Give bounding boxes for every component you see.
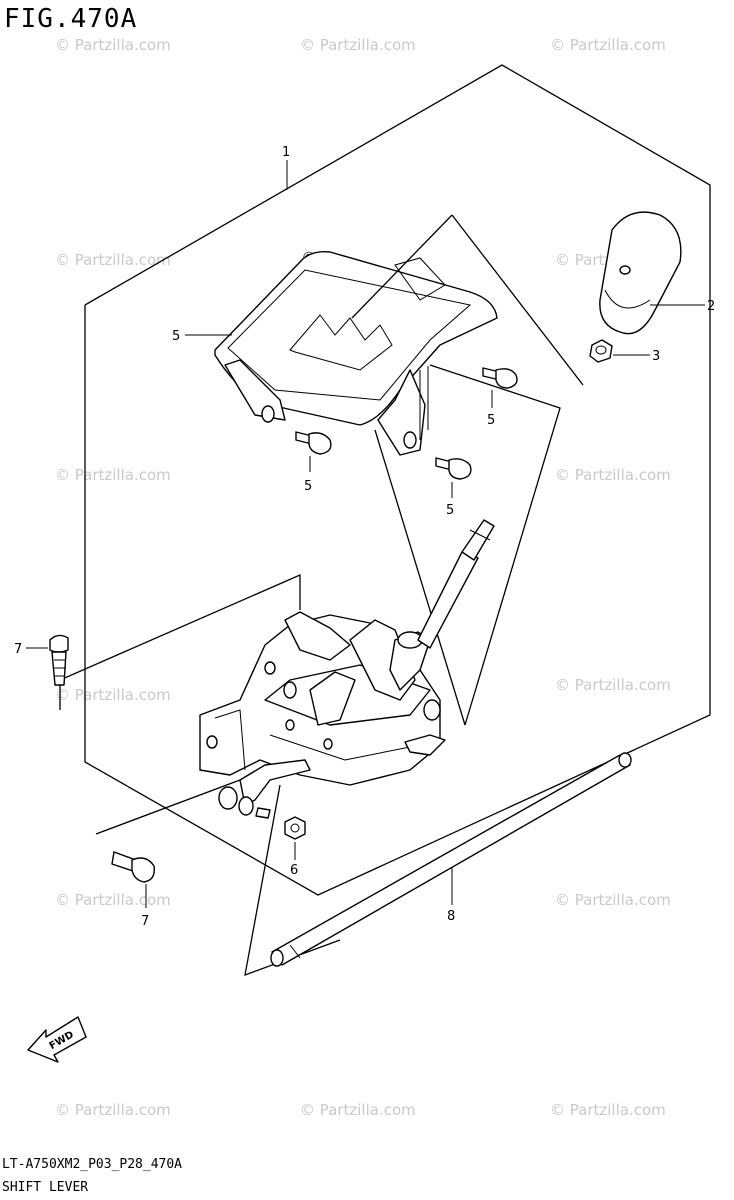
guide-line [244,784,341,977]
callout-7: 7 [14,642,22,657]
guide-line [95,779,241,835]
figure-name: SHIFT LEVER [2,1180,89,1195]
guide-line [374,429,466,726]
guide-line [429,364,561,726]
bolt-5-a [482,367,518,389]
shift-knob [599,211,682,335]
model-code: LT-A750XM2_P03_P28_470A [2,1157,183,1172]
knob-nut [589,339,613,363]
watermark: © Partzilla.com [55,1101,171,1119]
guide-line [451,214,584,386]
watermark: © Partzilla.com [555,466,671,484]
base-outline [59,574,301,710]
watermark: © Partzilla.com [55,251,171,269]
watermark: © Partzilla.com [55,36,171,54]
watermark: © Partzilla.com [55,686,171,704]
watermark: © Partzilla.com [300,36,416,54]
watermark: © Partzilla.com [550,36,666,54]
callout-5: 5 [304,479,312,494]
callout-5: 5 [487,413,495,428]
watermark: © Partzilla.com [300,1101,416,1119]
fwd-arrow: FWD [27,1016,87,1063]
nut-6 [284,816,306,840]
callout-3: 3 [652,349,660,364]
assembly-outline [84,64,711,896]
watermark: © Partzilla.com [55,466,171,484]
shift-lever-mechanism [59,519,495,819]
bolt-7-b [111,851,155,883]
watermark: © Partzilla.com [550,1101,666,1119]
callout-7: 7 [141,914,149,929]
shift-rod [270,752,632,967]
bolt-5-b [295,431,332,455]
watermark-group: © Partzilla.com © Partzilla.com © Partzi… [55,36,671,1119]
callout-1: 1 [282,145,290,160]
bolt-5-c [435,457,472,480]
figure-title: FIG.470A [4,4,138,34]
shift-cover [214,251,498,456]
callout-5: 5 [446,503,454,518]
callout-8: 8 [447,909,455,924]
guide-line [351,214,453,319]
bolt-7-a [49,634,69,686]
callout-6: 6 [290,863,298,878]
watermark: © Partzilla.com [555,891,671,909]
callout-4: 5 [172,329,180,344]
watermark: © Partzilla.com [555,676,671,694]
callout-2: 2 [707,299,715,314]
watermark: © Partzilla.com [55,891,171,909]
